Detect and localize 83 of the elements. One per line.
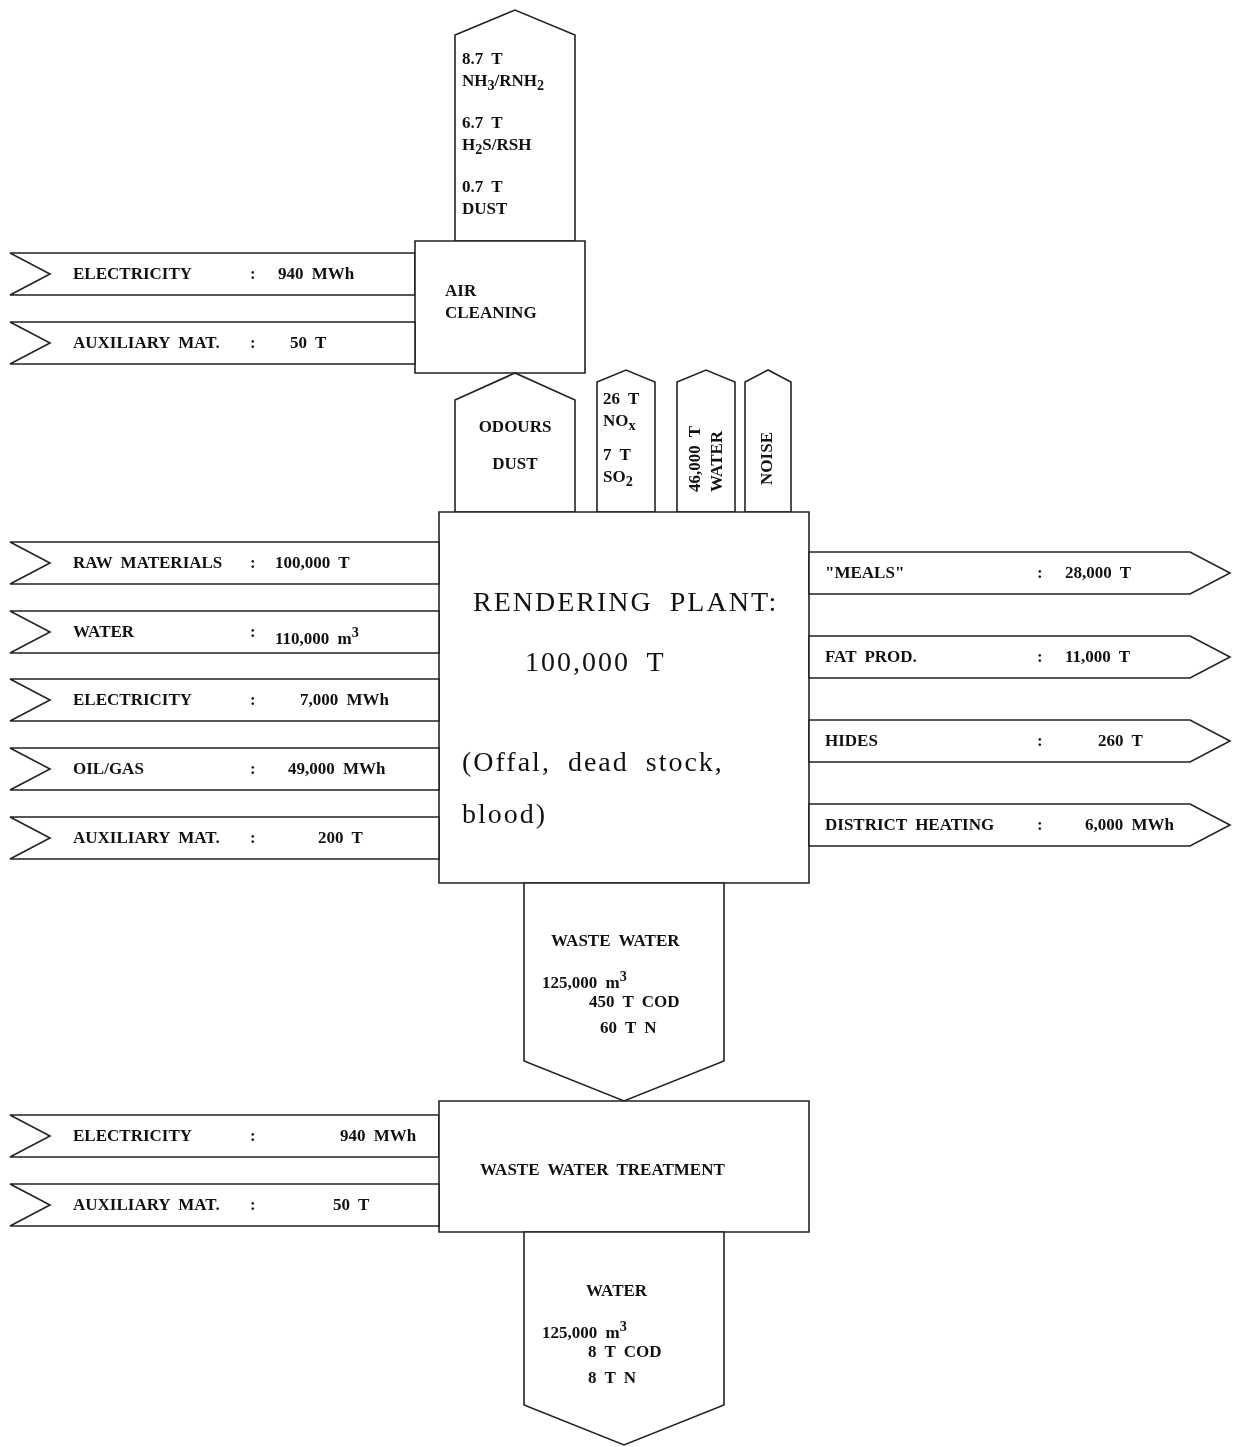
process-label: (Offal, dead stock, blood) <box>462 745 725 831</box>
emission-band <box>677 370 735 512</box>
flow-label: AUXILIARY MAT. <box>73 827 220 849</box>
colon-separator: : <box>250 332 256 354</box>
flow-label: NOISE <box>756 432 777 485</box>
input-band <box>10 322 415 364</box>
colon-separator: : <box>250 1125 256 1147</box>
flow-label: WATER <box>586 1280 648 1302</box>
process-label: RENDERING PLANT: <box>473 585 779 619</box>
flow-label: 6.7 T H$_{2}$S/RSH <box>462 112 533 160</box>
flow-value: 50 T <box>290 332 327 354</box>
flow-value: 260 T <box>1098 730 1143 752</box>
flow-label: 60 T N <box>600 1017 657 1039</box>
emission-band <box>597 370 655 512</box>
process-label: AIR CLEANING <box>445 280 538 324</box>
colon-separator: : <box>250 1194 256 1216</box>
flow-label: DUST <box>491 453 539 475</box>
flow-label: 125,000 m$^{3}$ <box>542 1317 627 1344</box>
flow-value: 100,000 T <box>275 552 350 574</box>
colon-separator: : <box>250 263 256 285</box>
flow-label: 125,000 m$^{3}$ <box>542 967 627 994</box>
input-band <box>10 542 439 584</box>
flow-value: 50 T <box>333 1194 370 1216</box>
process-box <box>415 241 585 373</box>
colon-separator: : <box>250 621 256 643</box>
input-band <box>10 679 439 721</box>
emission-band <box>745 370 791 512</box>
process-label: 100,000 T <box>525 645 666 679</box>
flow-label: ELECTRICITY <box>73 263 193 285</box>
colon-separator: : <box>1037 562 1043 584</box>
input-band <box>10 817 439 859</box>
input-band <box>10 1184 439 1226</box>
colon-separator: : <box>1037 730 1043 752</box>
flow-label: AUXILIARY MAT. <box>73 332 220 354</box>
flow-value: 110,000 m$^{3}$ <box>275 623 359 650</box>
flow-label: 0.7 T DUST <box>462 176 509 220</box>
process-box <box>439 1101 809 1232</box>
process-label: WASTE WATER TREATMENT <box>480 1159 725 1181</box>
output-band <box>809 804 1230 846</box>
flow-value: 49,000 MWh <box>288 758 386 780</box>
colon-separator: : <box>250 758 256 780</box>
colon-separator: : <box>250 689 256 711</box>
flow-label: ODOURS <box>477 416 553 438</box>
outflow-band <box>524 1232 724 1445</box>
flow-label: 8 T COD <box>588 1341 662 1363</box>
flow-label: 26 T NO$_{x}$ <box>603 388 640 436</box>
flow-label: OIL/GAS <box>73 758 144 780</box>
output-band <box>809 552 1230 594</box>
flow-value: 940 MWh <box>278 263 355 285</box>
flow-label: FAT PROD. <box>825 646 917 668</box>
emission-band <box>455 373 575 512</box>
flow-label: 46,000 T WATER <box>684 425 727 492</box>
colon-separator: : <box>1037 646 1043 668</box>
flow-label: RAW MATERIALS <box>73 552 223 574</box>
flow-label: "MEALS" <box>825 562 905 584</box>
flow-value: 28,000 T <box>1065 562 1132 584</box>
output-band <box>809 636 1230 678</box>
flow-label: AUXILIARY MAT. <box>73 1194 220 1216</box>
flow-label: WASTE WATER <box>551 930 680 952</box>
input-band <box>10 253 415 295</box>
colon-separator: : <box>250 552 256 574</box>
flow-label: WATER <box>73 621 135 643</box>
flow-label: 8.7 T NH$_{3}$/RNH$_{2}$ <box>462 48 546 96</box>
flow-value: 11,000 T <box>1065 646 1131 668</box>
input-band <box>10 1115 439 1157</box>
colon-separator: : <box>250 827 256 849</box>
outflow-band <box>524 883 724 1101</box>
flow-value: 940 MWh <box>340 1125 417 1147</box>
flow-label: ELECTRICITY <box>73 1125 193 1147</box>
flow-value: 200 T <box>318 827 363 849</box>
flow-value: 7,000 MWh <box>300 689 389 711</box>
colon-separator: : <box>1037 814 1043 836</box>
flow-value: 6,000 MWh <box>1085 814 1174 836</box>
flow-label: 8 T N <box>588 1367 636 1389</box>
input-band <box>10 748 439 790</box>
flow-label: DISTRICT HEATING <box>825 814 995 836</box>
flow-label: 450 T COD <box>589 991 680 1013</box>
output-band <box>809 720 1230 762</box>
flow-label: 7 T SO$_{2}$ <box>603 444 634 492</box>
flow-label: HIDES <box>825 730 878 752</box>
emission-band <box>455 10 575 241</box>
flow-label: ELECTRICITY <box>73 689 193 711</box>
input-band <box>10 611 439 653</box>
